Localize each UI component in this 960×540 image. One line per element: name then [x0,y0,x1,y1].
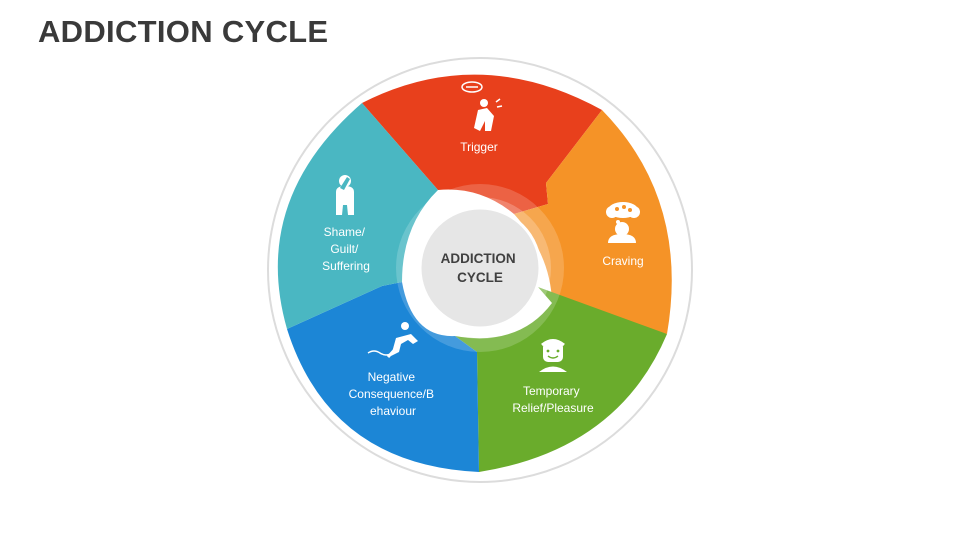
segment-negative[interactable] [287,282,479,472]
segment-label-line: ehaviour [370,404,416,418]
segment-craving[interactable] [514,110,672,334]
craving-thought-icon [606,202,640,243]
segment-label-line: Craving [602,254,643,268]
segment-label-line: Temporary [523,384,580,398]
segment-label-line: Relief/Pleasure [512,401,594,415]
segment-label-trigger: Trigger [460,140,498,154]
hub-label: ADDICTION CYCLE [441,251,520,285]
segment-trigger[interactable] [362,74,602,215]
segment-label-line: Negative [368,370,416,384]
hub-label-line: ADDICTION [441,251,516,266]
hub-circle [418,206,542,330]
ashamed-person-icon [336,175,354,215]
page-title: ADDICTION CYCLE [38,14,329,49]
segment-relief[interactable] [455,287,667,472]
segment-label-negative: Negative Consequence/B ehaviour [349,370,438,418]
segment-label-line: Suffering [322,259,370,273]
smiling-person-icon [539,339,567,372]
segment-label-line: Guilt/ [330,242,359,256]
segment-label-shame: Shame/ Guilt/ Suffering [322,225,370,273]
segment-label-relief: Temporary Relief/Pleasure [512,384,594,415]
hub-label-line: CYCLE [457,270,503,285]
segment-label-craving: Craving [602,254,643,268]
segment-shame[interactable] [277,103,438,329]
trigger-person-icon [461,81,503,131]
falling-person-icon [367,322,418,359]
segment-label-line: Shame/ [324,225,366,239]
segment-label-line: Trigger [460,140,498,154]
segment-label-line: Consequence/B [349,387,434,401]
